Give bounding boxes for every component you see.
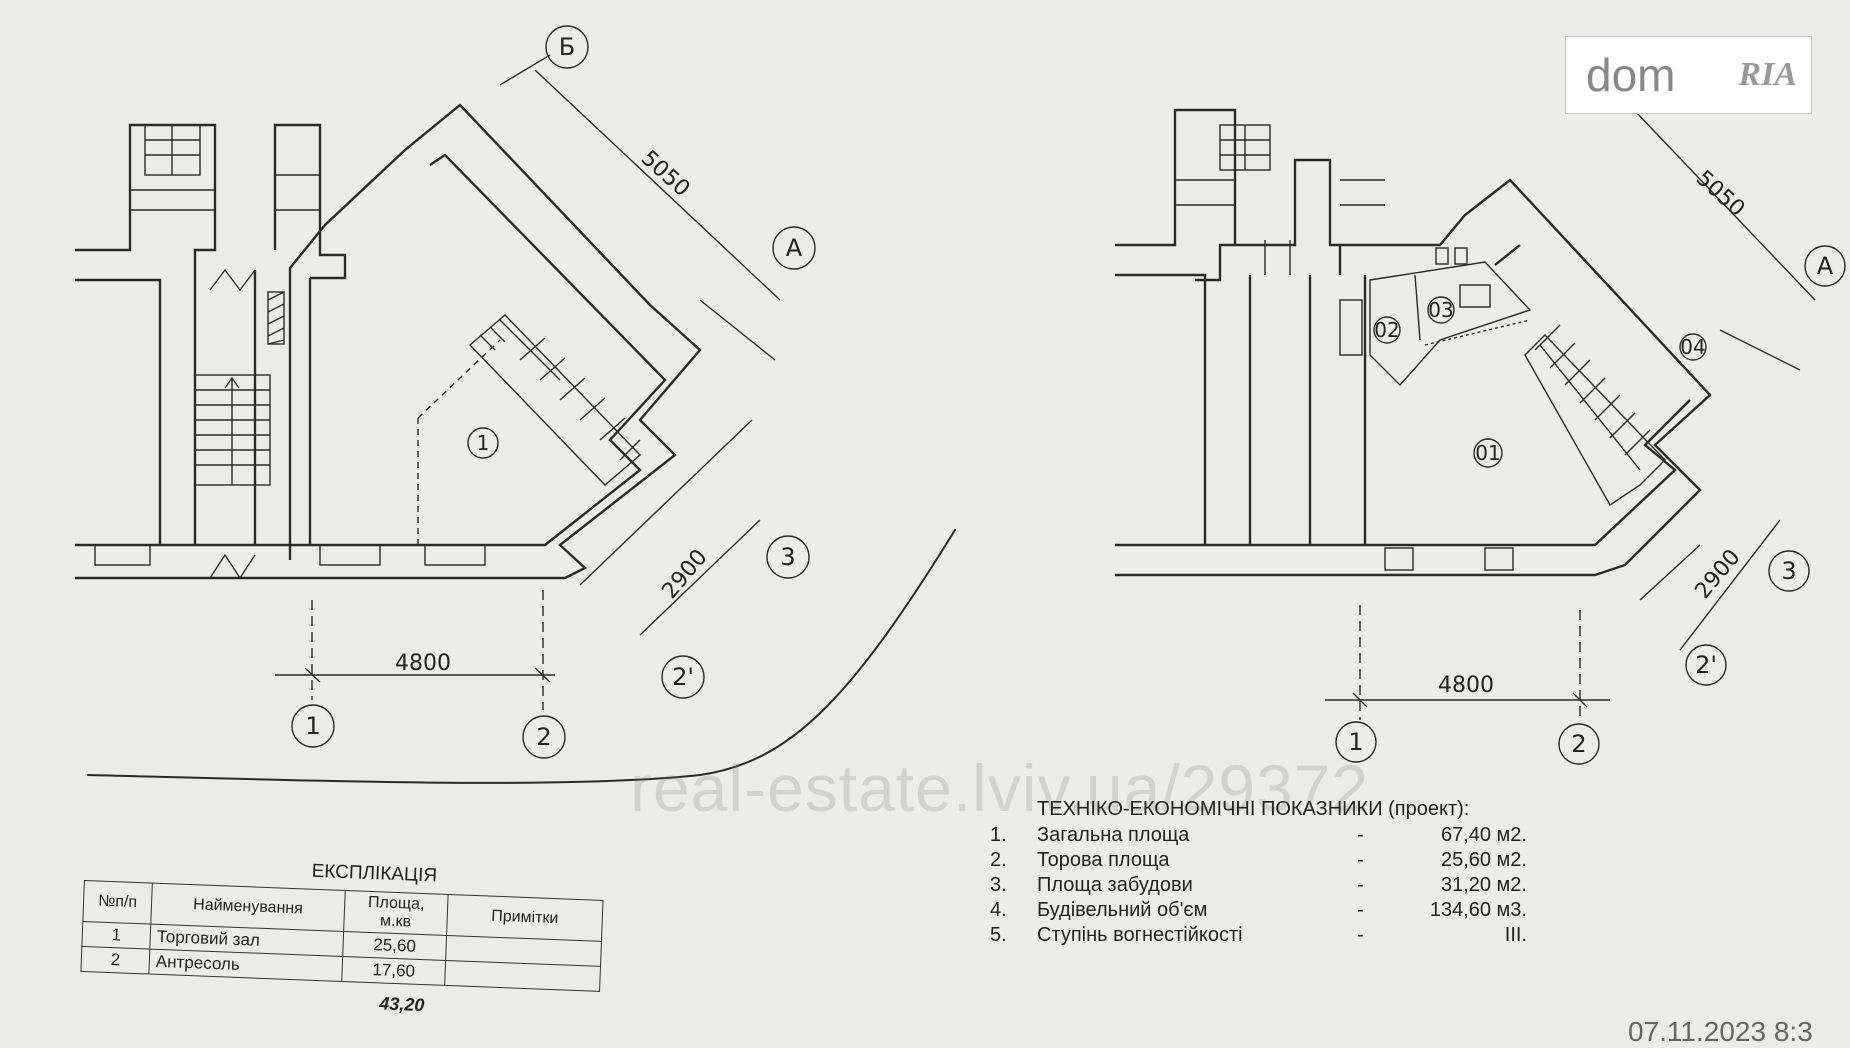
right-floor-plan: 1 2 2' 3 А 01 02 03 04 4800 5050 2900: [1115, 89, 1846, 765]
item-value: 25,60 м2.: [1440, 849, 1527, 871]
rooms-02-03: [1369, 247, 1532, 387]
logo-dom: dom: [1586, 49, 1676, 101]
room-label-04: 04: [1680, 335, 1705, 359]
windows-right: [1339, 299, 1514, 571]
item-value: 31,20 м2.: [1440, 874, 1527, 896]
item-dash: -: [1357, 924, 1364, 946]
tech-title: ТЕХНІКО-ЕКОНОМІЧНІ ПОКАЗНИКИ (проект):: [1037, 798, 1470, 820]
item-number: 2.: [990, 849, 1007, 871]
explication-total: 43,20: [379, 993, 425, 1016]
col-num: №п/п: [82, 880, 153, 925]
item-value: 67,40 м2.: [1440, 824, 1527, 846]
axis-2-right: 2: [1571, 730, 1586, 758]
axis-3-right: 3: [1781, 557, 1796, 585]
axis-2prime-left: 2': [672, 663, 694, 691]
axis-2-left: 2: [536, 723, 551, 751]
item-dash: -: [1357, 824, 1364, 846]
row-area: 17,60: [341, 956, 446, 986]
axis-B-left: Б: [559, 33, 575, 61]
row-notes: [444, 960, 601, 992]
windows-left: [94, 544, 486, 566]
item-number: 1.: [990, 824, 1007, 846]
dim-5050-right: 5050: [1691, 166, 1749, 222]
item-number: 5.: [990, 924, 1007, 946]
room-label-01: 01: [1475, 441, 1500, 465]
item-label: Торова площа: [1037, 849, 1170, 871]
room-label-03: 03: [1428, 298, 1453, 322]
col-area: Площа, м.кв: [343, 890, 449, 936]
axis-1-right: 1: [1348, 728, 1363, 756]
date-stamp: 07.11.2023 8:3: [1628, 1016, 1813, 1047]
item-dash: -: [1357, 874, 1364, 896]
stair-top-right: [1175, 124, 1385, 275]
room-label-02: 02: [1374, 318, 1399, 342]
dim-4800-left: 4800: [395, 651, 451, 676]
col-notes: Примітки: [446, 894, 604, 942]
item-dash: -: [1357, 899, 1364, 921]
item-label: Площа забудови: [1037, 874, 1193, 896]
item-label: Ступінь вогнестійкості: [1037, 924, 1243, 946]
list-item: 5. Ступінь вогнестійкості - ІІІ.: [990, 923, 1530, 948]
item-value: ІІІ.: [1504, 924, 1527, 946]
logo-ria: RIA: [1738, 56, 1797, 93]
list-item: 4. Будівельний об'єм - 134,60 м3.: [990, 898, 1530, 923]
dim-2900-left: 2900: [657, 545, 712, 604]
dom-ria-logo: dom RIA: [1565, 36, 1812, 114]
list-item: 3. Площа забудови - 31,20 м2.: [990, 873, 1530, 898]
list-item: 2. Торова площа - 25,60 м2.: [990, 848, 1530, 873]
explication-table-block: ЕКСПЛІКАЦІЯ №п/п Найменування Площа, м.к…: [80, 852, 604, 1015]
axis-3-left: 3: [780, 543, 795, 571]
stair-left-main: [194, 374, 271, 486]
item-value: 134,60 м3.: [1429, 899, 1527, 921]
tech-indicators: ТЕХНІКО-ЕКОНОМІЧНІ ПОКАЗНИКИ (проект): 1…: [990, 798, 1530, 948]
item-label: Загальна площа: [1037, 824, 1190, 846]
room-label-left: 1: [477, 431, 490, 455]
item-number: 4.: [990, 899, 1007, 921]
item-number: 3.: [990, 874, 1007, 896]
axis-A-left: А: [786, 234, 803, 262]
left-floor-plan: 1 2 2' 3 А Б 1 4800 5050 2900: [75, 25, 956, 784]
dim-4800-right: 4800: [1438, 673, 1494, 698]
axis-2prime-right: 2': [1695, 651, 1717, 679]
axis-1-left: 1: [305, 712, 320, 740]
watermark: real-estate.lviv.ua/29372: [630, 751, 1370, 825]
stair-interior-left: [468, 314, 642, 486]
row-num: 2: [80, 946, 150, 975]
axis-A-right: А: [1817, 252, 1834, 280]
item-label: Будівельний об'єм: [1037, 899, 1208, 921]
list-item: 1. Загальна площа - 67,40 м2.: [990, 823, 1530, 848]
item-dash: -: [1357, 849, 1364, 871]
row-num: 1: [81, 921, 151, 950]
stair-top-left: [130, 124, 320, 211]
stair-interior-right: [1524, 324, 1666, 506]
